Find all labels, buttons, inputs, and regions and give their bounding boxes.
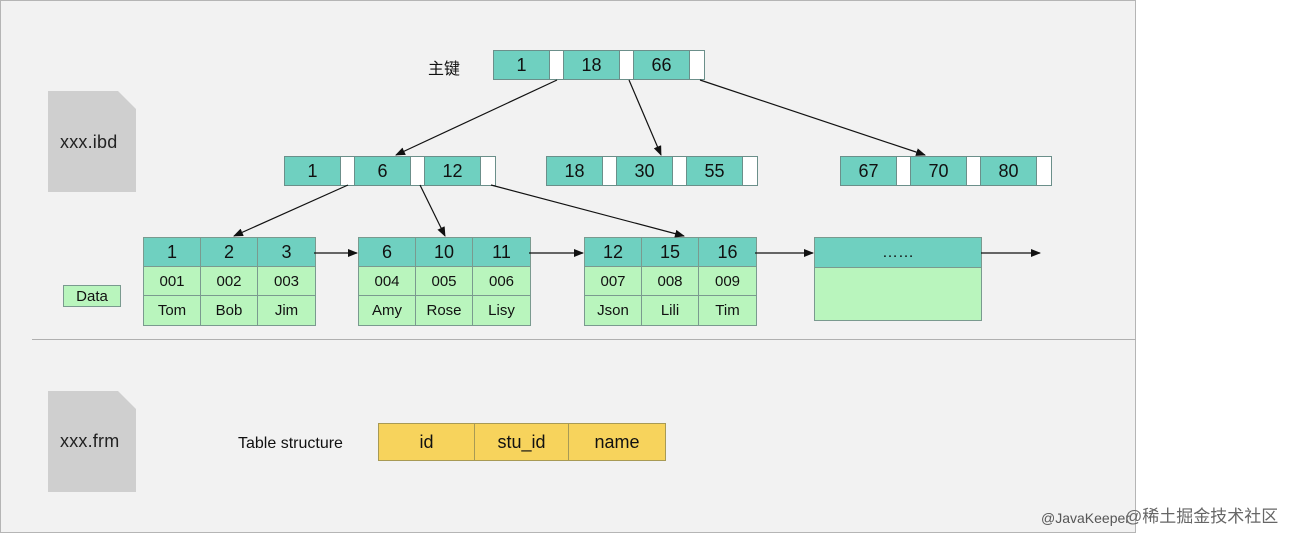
leaf-node: 12 15 16 007 008 009 Json Lili Tim — [584, 237, 757, 326]
root-key: 1 — [494, 51, 550, 79]
leaf-key: 15 — [642, 238, 699, 267]
internal-node: 1 6 12 — [284, 156, 496, 186]
internal-key: 30 — [617, 157, 673, 185]
pointer-slot — [550, 51, 564, 79]
leaf-stu-id: 005 — [416, 267, 473, 296]
leaf-stu-id: 001 — [144, 267, 201, 296]
root-key: 18 — [564, 51, 620, 79]
leaf-stu-id: 009 — [699, 267, 756, 296]
column-name: name — [569, 424, 665, 460]
leaf-key: 1 — [144, 238, 201, 267]
arrow-root-to-node1 — [395, 79, 558, 156]
arrow-node1-to-leaf3 — [490, 184, 685, 238]
internal-node: 18 30 55 — [546, 156, 758, 186]
leaf-stu-id: 007 — [585, 267, 642, 296]
frm-file-icon — [48, 391, 136, 492]
ibd-file-label: xxx.ibd — [60, 132, 118, 152]
internal-key: 55 — [687, 157, 743, 185]
leaf-name: Json — [585, 296, 642, 325]
leaf-name-row: Amy Rose Lisy — [359, 296, 530, 325]
leaf-name-row: Tom Bob Jim — [144, 296, 315, 325]
table-structure-label: Table structure — [238, 435, 343, 452]
arrow-node1-to-leaf1 — [233, 184, 349, 237]
leaf-name: Tim — [699, 296, 756, 325]
leaf-stu-id: 003 — [258, 267, 315, 296]
arrow-root-to-node3 — [699, 79, 926, 156]
internal-key: 80 — [981, 157, 1037, 185]
leaf-key: 2 — [201, 238, 258, 267]
ibd-file-icon — [48, 91, 136, 192]
leaf-key: 11 — [473, 238, 530, 267]
primary-key-label: 主键 — [428, 61, 461, 78]
table-structure: id stu_id name — [378, 423, 666, 461]
leaf-name: Bob — [201, 296, 258, 325]
pointer-slot — [341, 157, 355, 185]
leaf-stu-id-row: 004 005 006 — [359, 267, 530, 296]
arrow-root-to-node2 — [628, 79, 662, 156]
arrow-node1-to-leaf2 — [419, 184, 446, 237]
root-node: 1 18 66 — [493, 50, 705, 80]
pointer-slot — [743, 157, 757, 185]
ellipsis-body — [815, 268, 981, 320]
site-watermark: @稀土掘金技术社区 — [1125, 507, 1279, 526]
leaf-stu-id: 008 — [642, 267, 699, 296]
ellipsis-label: …… — [815, 238, 981, 268]
leaf-stu-id: 006 — [473, 267, 530, 296]
leaf-name: Amy — [359, 296, 416, 325]
internal-key: 12 — [425, 157, 481, 185]
leaf-stu-id-row: 001 002 003 — [144, 267, 315, 296]
leaf-key: 3 — [258, 238, 315, 267]
leaf-name: Lili — [642, 296, 699, 325]
frm-file-label: xxx.frm — [60, 431, 120, 451]
pointer-slot — [603, 157, 617, 185]
leaf-key: 16 — [699, 238, 756, 267]
column-stu-id: stu_id — [475, 424, 569, 460]
section-divider — [32, 339, 1136, 340]
internal-key: 6 — [355, 157, 411, 185]
leaf-key-row: 1 2 3 — [144, 238, 315, 267]
pointer-slot — [673, 157, 687, 185]
leaf-key: 6 — [359, 238, 416, 267]
column-id: id — [379, 424, 475, 460]
leaf-key: 10 — [416, 238, 473, 267]
pointer-slot — [690, 51, 704, 79]
leaf-name: Tom — [144, 296, 201, 325]
pointer-slot — [620, 51, 634, 79]
leaf-key-row: 6 10 11 — [359, 238, 530, 267]
pointer-slot — [411, 157, 425, 185]
pointer-slot — [967, 157, 981, 185]
leaf-stu-id: 004 — [359, 267, 416, 296]
internal-key: 1 — [285, 157, 341, 185]
leaf-name: Lisy — [473, 296, 530, 325]
data-legend: Data — [63, 285, 121, 307]
pointer-slot — [1037, 157, 1051, 185]
leaf-name-row: Json Lili Tim — [585, 296, 756, 325]
leaf-node: 6 10 11 004 005 006 Amy Rose Lisy — [358, 237, 531, 326]
root-key: 66 — [634, 51, 690, 79]
leaf-stu-id: 002 — [201, 267, 258, 296]
pointer-slot — [481, 157, 495, 185]
leaf-name: Rose — [416, 296, 473, 325]
leaf-stu-id-row: 007 008 009 — [585, 267, 756, 296]
author-watermark: @JavaKeeper — [1041, 510, 1130, 526]
pointer-slot — [897, 157, 911, 185]
leaf-name: Jim — [258, 296, 315, 325]
internal-key: 18 — [547, 157, 603, 185]
leaf-node: 1 2 3 001 002 003 Tom Bob Jim — [143, 237, 316, 326]
leaf-key: 12 — [585, 238, 642, 267]
more-leaves-node: …… — [814, 237, 982, 321]
internal-key: 70 — [911, 157, 967, 185]
internal-node: 67 70 80 — [840, 156, 1052, 186]
internal-key: 67 — [841, 157, 897, 185]
leaf-key-row: 12 15 16 — [585, 238, 756, 267]
